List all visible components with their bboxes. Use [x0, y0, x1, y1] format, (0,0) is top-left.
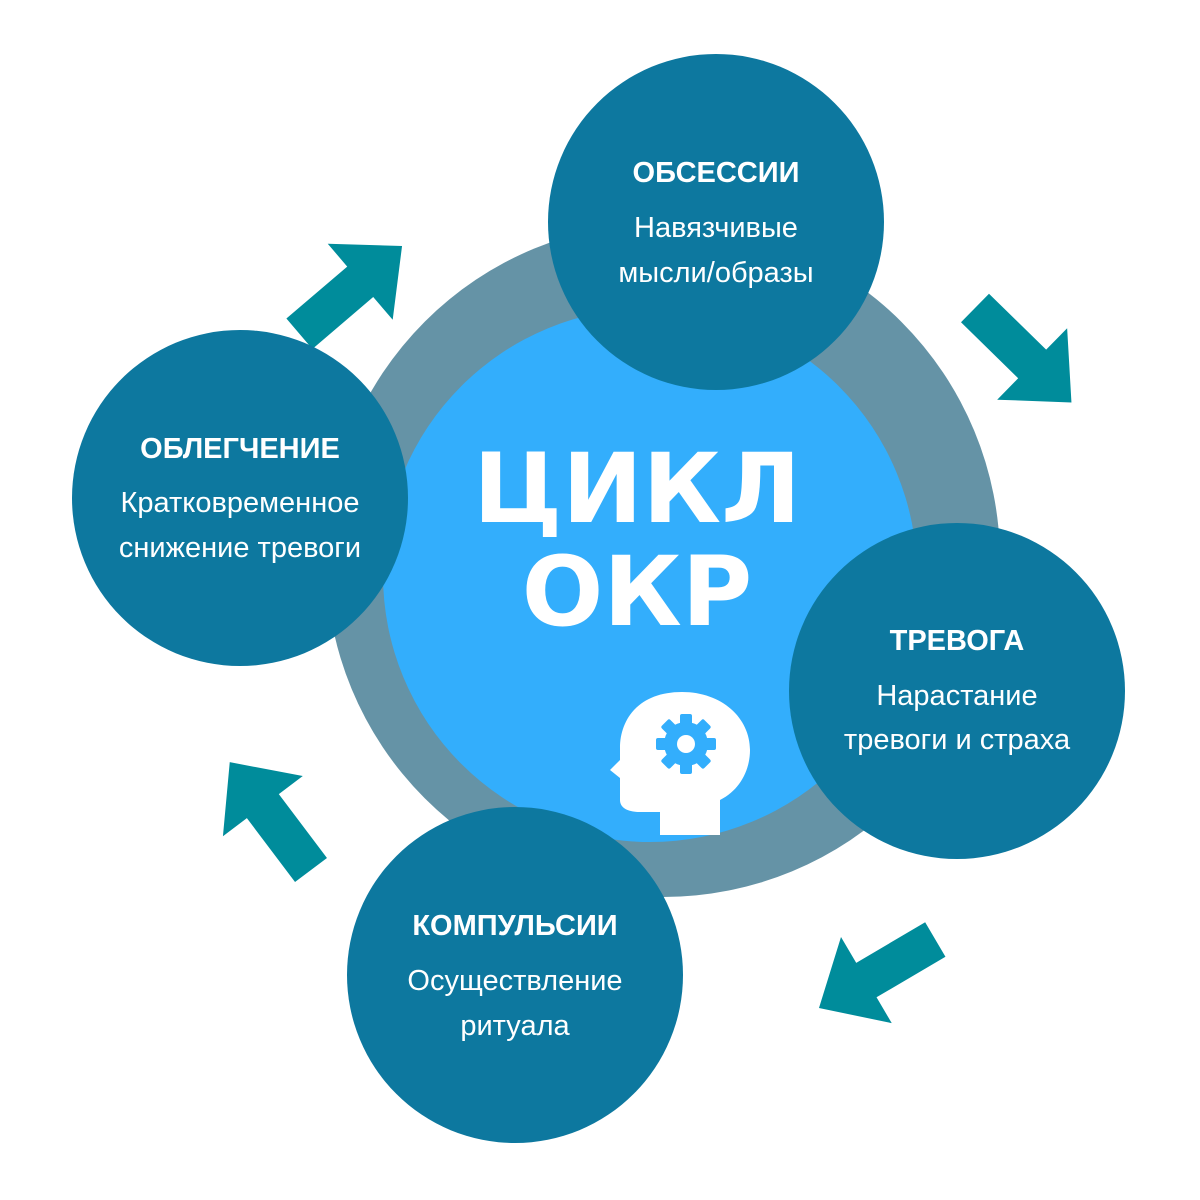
node-anxiety: ТРЕВОГА Нарастание тревоги и страха	[789, 523, 1125, 859]
node-compulsions-line1: Осуществление	[407, 965, 622, 997]
center-title-line1: ЦИКЛ	[473, 433, 801, 545]
center-title-line2: ОКР	[522, 536, 752, 648]
node-anxiety-circle	[789, 523, 1125, 859]
node-obsessions: ОБСЕССИИ Навязчивые мысли/образы	[548, 54, 884, 390]
node-compulsions-circle	[347, 807, 683, 1143]
head-with-gear-icon	[610, 692, 750, 835]
arrow-relief-to-obsessions	[286, 243, 403, 349]
node-obsessions-line2: мысли/образы	[618, 257, 813, 289]
node-relief-line1: Кратковременное	[121, 487, 360, 519]
arrow-down-right-icon	[961, 293, 1072, 403]
node-relief-title: ОБЛЕГЧЕНИЕ	[140, 433, 340, 465]
node-compulsions-title: КОМПУЛЬСИИ	[412, 910, 617, 942]
node-compulsions-line2: ритуала	[460, 1010, 570, 1042]
arrow-compulsions-to-relief	[222, 762, 327, 883]
node-relief-circle	[72, 330, 408, 666]
center-circle	[383, 308, 917, 842]
node-compulsions: КОМПУЛЬСИИ Осуществление ритуала	[347, 807, 683, 1143]
node-obsessions-circle	[548, 54, 884, 390]
node-relief: ОБЛЕГЧЕНИЕ Кратковременное снижение трев…	[72, 330, 408, 666]
node-anxiety-line2: тревоги и страха	[844, 724, 1071, 756]
arrow-up-right-icon	[286, 243, 403, 349]
node-anxiety-title: ТРЕВОГА	[890, 625, 1025, 657]
node-anxiety-line1: Нарастание	[876, 680, 1037, 712]
arrow-down-left-icon	[818, 922, 946, 1024]
node-relief-line2: снижение тревоги	[119, 532, 361, 564]
arrow-obsessions-to-anxiety	[961, 293, 1072, 403]
arrow-up-left-icon	[222, 762, 327, 883]
arrow-anxiety-to-compulsions	[818, 922, 946, 1024]
node-obsessions-line1: Навязчивые	[634, 212, 798, 244]
node-obsessions-title: ОБСЕССИИ	[633, 157, 800, 189]
